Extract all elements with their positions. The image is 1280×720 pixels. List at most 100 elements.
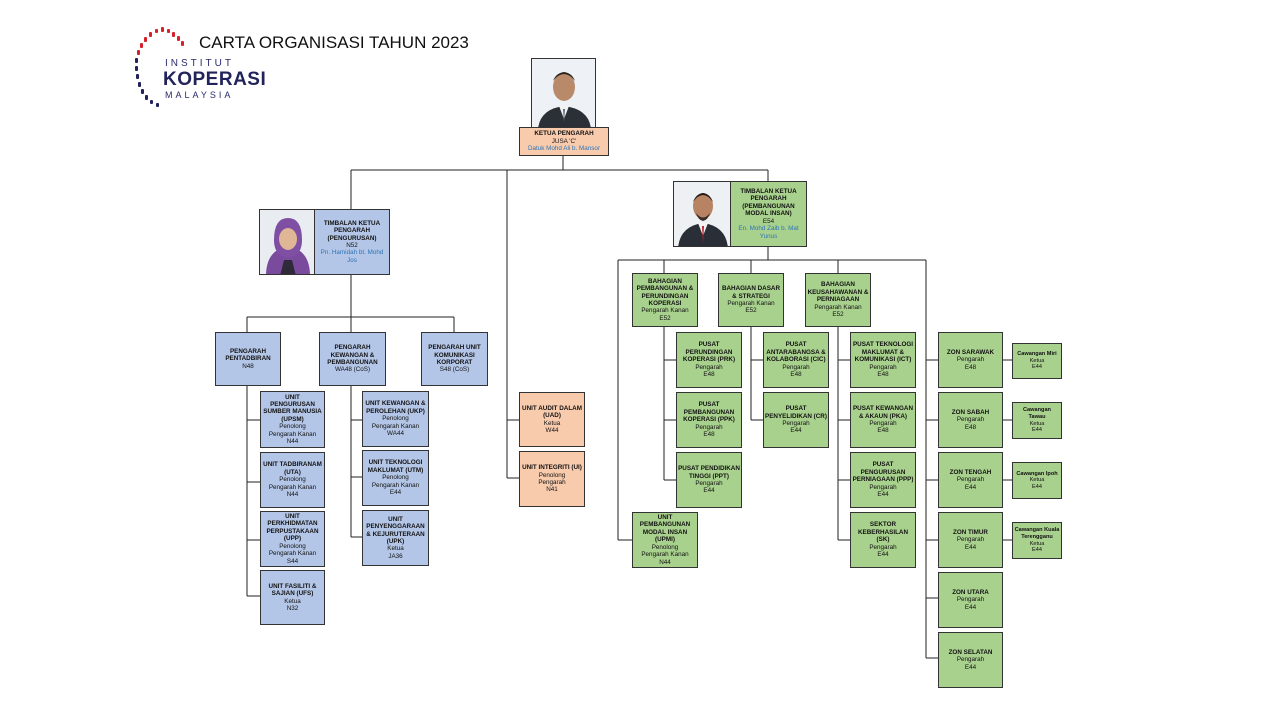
box-subtext: Pengarah Kanan: [371, 481, 420, 489]
box-subtext: E44: [1032, 547, 1042, 554]
person-portrait-icon: [674, 182, 730, 246]
box-subtext: Pengarah: [956, 416, 985, 424]
box-subtext: E48: [703, 431, 715, 439]
box-title: PUSAT ANTARABANGSA & KOLABORASI (CIC): [766, 341, 826, 364]
box-subtext: E48: [703, 371, 715, 379]
box-title: UNIT AUDIT DALAM (UAD): [522, 404, 582, 420]
box-subtext: E44: [1032, 483, 1042, 490]
box-subtext: N41: [546, 486, 558, 494]
box-subtext: E44: [877, 491, 889, 499]
box-subtext: W44: [545, 426, 559, 434]
box-subtext: Pengarah: [956, 476, 985, 484]
box-title: UNIT INTEGRITI (UI): [522, 464, 582, 472]
logo-emblem-icon: [135, 27, 184, 107]
box-upmi: UNIT PEMBANGUNAN MODAL INSAN (UPMI)Penol…: [632, 512, 698, 568]
box-subtext: Ketua: [1029, 477, 1045, 484]
box-subtext: Penolong: [651, 543, 679, 551]
box-title: TIMBALAN KETUA PENGARAH (PENGURUSAN): [323, 219, 381, 242]
box-subtext: E44: [964, 543, 977, 551]
box-subtext: JUSA 'C': [551, 137, 577, 145]
box-subtext: E52: [745, 307, 757, 315]
box-subtext: E44: [964, 663, 977, 671]
box-subtext: JA36: [388, 552, 403, 560]
box-subtext: Pengarah: [956, 356, 985, 364]
box-subtext: N44: [286, 438, 299, 446]
box-subtext: Pengarah: [869, 420, 897, 427]
box-title: KETUA PENGARAH: [534, 130, 594, 138]
box-person-name: Pn. Hamidah bt. Mohd Jos: [320, 249, 384, 264]
box-title: BAHAGIAN DASAR & STRATEGI: [721, 285, 781, 300]
box-title: UNIT FASILITI & SAJIAN (UFS): [268, 582, 317, 598]
box-subtext: E48: [964, 363, 977, 371]
photo-tkp-pembangunan: [673, 181, 731, 247]
box-subtext: E44: [703, 487, 715, 495]
box-subtext: Pengarah Kanan: [641, 551, 689, 559]
box-subtext: Pengarah: [782, 363, 810, 371]
box-subtext: Pengarah Kanan: [641, 307, 689, 315]
box-subtext: Ketua: [1029, 420, 1045, 427]
box-subtext: E48: [877, 371, 889, 379]
box-subtext: Pengarah Kanan: [371, 422, 420, 430]
box-title: UNIT TADBIRANAM (UTA): [263, 461, 322, 476]
box-title: Cawangan Kuala Terengganu: [1014, 527, 1060, 540]
box-subtext: Pengarah Kanan: [268, 430, 317, 438]
box-title: TIMBALAN KETUA PENGARAH (PEMBANGUNAN MOD…: [740, 188, 797, 218]
box-subtext: Pengarah: [869, 543, 897, 551]
box-title: PENGARAH KEWANGAN & PEMBANGUNAN: [327, 344, 378, 366]
box-subtext: Pengarah Kanan: [814, 303, 862, 311]
box-subtext: E44: [877, 551, 889, 559]
box-subtext: E52: [832, 311, 844, 319]
box-subtext: Penolong: [279, 542, 306, 550]
box-subtext: N44: [659, 558, 671, 566]
box-subtext: Pengarah: [956, 656, 985, 664]
box-title: UNIT PENGURUSAN SUMBER MANUSIA (UPSM): [263, 393, 322, 423]
box-prk: PUSAT PERUNDINGAN KOPERASI (PRK)Pengarah…: [676, 332, 742, 388]
box-title: PUSAT PERUNDINGAN KOPERASI (PRK): [682, 341, 736, 364]
box-title: ZON SELATAN: [948, 648, 993, 656]
logo-line-koperasi: KOPERASI: [163, 69, 267, 90]
box-title: PUSAT PENYELIDIKAN (CR): [765, 405, 827, 420]
box-upp: UNIT PERKHIDMATAN PERPUSTAKAAN (UPP)Peno…: [260, 511, 325, 567]
box-subtext: Pengarah: [869, 483, 897, 491]
photo-ketua-pengarah: [531, 58, 596, 128]
box-upk: UNIT PENYENGGARAAN & KEJURUTERAAN (UPK)K…: [362, 510, 429, 566]
logo-line-institut: INSTITUT: [165, 58, 234, 69]
box-title: PUSAT PENGURUSAN PERNIAGAAN (PPP): [852, 461, 914, 484]
box-subtext: Ketua: [387, 545, 404, 553]
box-subtext: E44: [1032, 364, 1042, 371]
box-person-name: Datuk Mohd Ali b. Mansor: [527, 145, 601, 153]
box-subtext: Penolong: [382, 415, 409, 423]
box-subtext: E44: [389, 489, 402, 497]
box-subtext: N48: [242, 362, 254, 370]
box-subtext: N32: [286, 604, 299, 612]
box-subtext: WA48 (CoS): [334, 366, 371, 374]
person-portrait-icon: [260, 210, 314, 274]
box-subtext: Pengarah: [869, 363, 897, 371]
box-title: UNIT PENYENGGARAAN & KEJURUTERAAN (UPK): [366, 515, 425, 545]
box-subtext: E44: [964, 603, 977, 611]
person-portrait-icon: [532, 59, 595, 127]
box-subtext: Pengarah Kanan: [268, 483, 317, 491]
box-subtext: Pengarah: [538, 479, 566, 486]
box-title: ZON UTARA: [952, 588, 989, 596]
box-title: PENGARAH PENTADBIRAN: [225, 347, 271, 363]
box-title: UNIT PEMBANGUNAN MODAL INSAN (UPMI): [639, 514, 691, 544]
box-subtext: E48: [964, 423, 977, 431]
box-subtext: E44: [1032, 427, 1042, 434]
box-title: ZON TENGAH: [949, 468, 992, 476]
